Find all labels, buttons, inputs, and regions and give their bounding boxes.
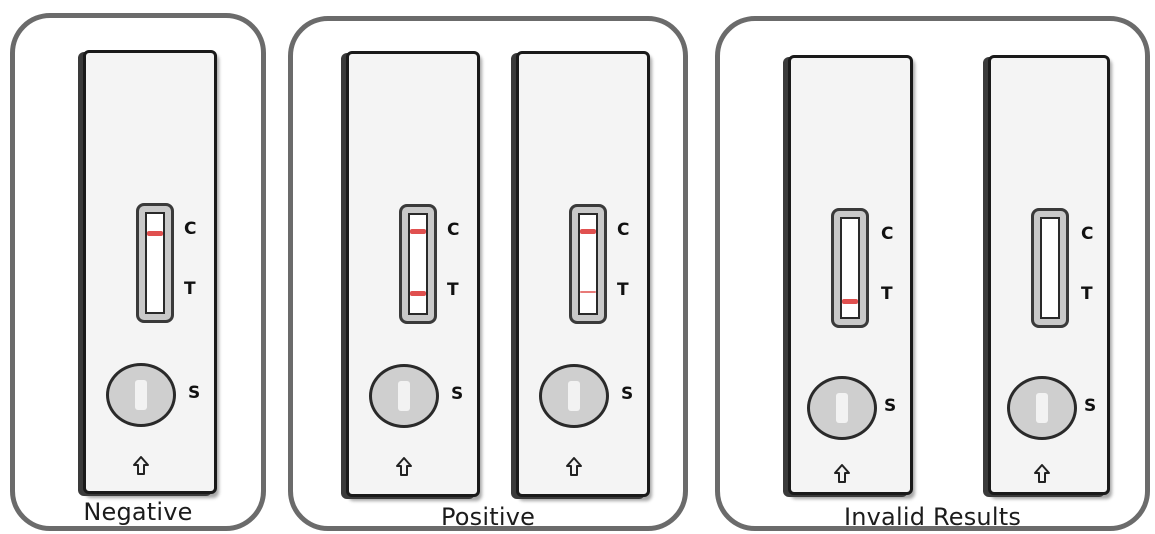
sample-mark: S xyxy=(884,396,896,416)
test-strip xyxy=(840,217,860,319)
test-line xyxy=(842,299,858,304)
group-invalid: C T S C T S Invalid Results xyxy=(715,16,1150,531)
result-window xyxy=(136,203,174,323)
sample-mark: S xyxy=(1084,396,1096,416)
up-arrow-icon xyxy=(1033,463,1051,485)
control-line xyxy=(410,229,426,234)
test-mark: T xyxy=(184,279,196,299)
test-cassette: C T S xyxy=(516,51,650,497)
test-mark: T xyxy=(617,280,629,300)
group-negative: C T S Negative xyxy=(10,13,266,531)
control-mark: C xyxy=(1081,224,1093,244)
result-window xyxy=(569,204,607,324)
sample-well xyxy=(539,364,609,428)
control-mark: C xyxy=(881,224,893,244)
test-strip xyxy=(145,212,165,314)
up-arrow-icon xyxy=(833,463,851,485)
label-positive: Positive xyxy=(293,503,683,531)
test-cassette: C T S xyxy=(988,55,1110,495)
sample-well xyxy=(807,376,877,440)
test-strip xyxy=(578,213,598,315)
result-window xyxy=(399,204,437,324)
test-mark: T xyxy=(881,284,893,304)
label-negative: Negative xyxy=(15,498,261,526)
test-cassette: C T S xyxy=(788,55,913,495)
sample-mark: S xyxy=(451,384,463,404)
test-cassette: C T S xyxy=(346,51,480,497)
control-mark: C xyxy=(617,220,629,240)
control-mark: C xyxy=(447,220,459,240)
test-cassette: C T S xyxy=(83,50,217,494)
test-mark: T xyxy=(447,280,459,300)
result-window xyxy=(831,208,869,328)
sample-well xyxy=(1007,376,1077,440)
group-positive: C T S C T S Positive xyxy=(288,16,688,531)
sample-mark: S xyxy=(621,384,633,404)
test-mark: T xyxy=(1081,284,1093,304)
up-arrow-icon xyxy=(565,456,583,478)
up-arrow-icon xyxy=(395,456,413,478)
label-invalid: Invalid Results xyxy=(720,503,1145,531)
control-line xyxy=(147,231,163,236)
test-line xyxy=(410,291,426,296)
sample-well xyxy=(106,363,176,427)
control-mark: C xyxy=(184,219,196,239)
result-window xyxy=(1031,208,1069,328)
test-strip xyxy=(408,213,428,315)
test-line xyxy=(580,291,596,293)
sample-mark: S xyxy=(188,383,200,403)
control-line xyxy=(580,229,596,234)
up-arrow-icon xyxy=(132,455,150,477)
test-strip xyxy=(1040,217,1060,319)
sample-well xyxy=(369,364,439,428)
